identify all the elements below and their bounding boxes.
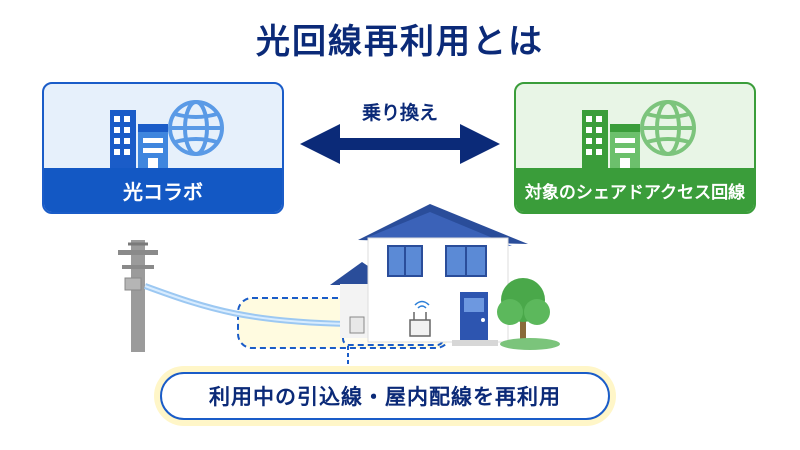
house-icon xyxy=(330,204,528,346)
right-card: 対象のシェアドアクセス回線 xyxy=(514,82,756,214)
bottom-label: 利用中の引込線・屋内配線を再利用 xyxy=(160,372,610,420)
utility-pole-icon xyxy=(118,240,158,352)
swap-label: 乗り換え xyxy=(361,102,438,124)
building-globe-icon xyxy=(110,100,224,170)
building-globe-icon xyxy=(582,100,696,170)
double-arrow-icon xyxy=(300,124,500,164)
left-card-label: 光コラボ xyxy=(44,168,282,212)
tree-icon xyxy=(497,278,560,350)
router-icon xyxy=(409,300,431,337)
page-title: 光回線再利用とは xyxy=(256,22,544,62)
left-card: 光コラボ xyxy=(42,82,284,214)
right-card-label: 対象のシェアドアクセス回線 xyxy=(516,168,754,212)
